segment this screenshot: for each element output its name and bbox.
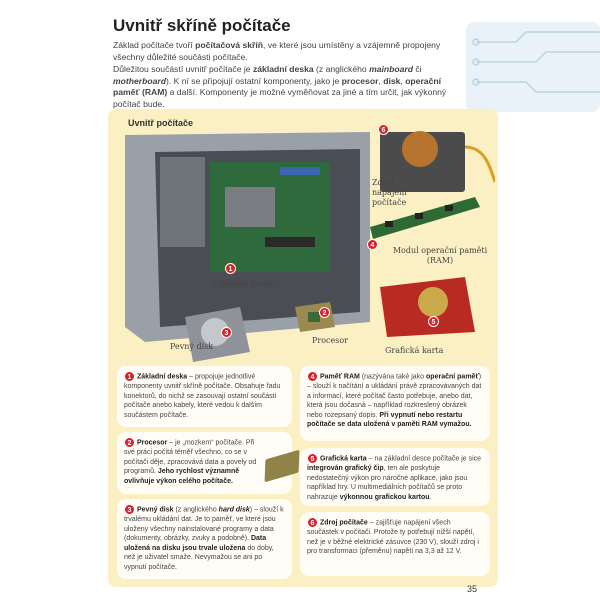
emphasized-text: Zdroj počítače xyxy=(319,519,368,527)
emphasized-text: Jeho rychlost významně ovlivňuje výkon c… xyxy=(124,468,240,485)
page-number: 35 xyxy=(467,584,478,594)
emphasized-text: operační paměť (RAM) xyxy=(113,75,442,98)
emphasized-text: výkonnou grafickou kartou xyxy=(339,493,430,501)
computer-illustration xyxy=(125,131,495,362)
text-segment: Základ počítače tvoří xyxy=(113,40,196,50)
card-text: Zdroj počítače – zajišťuje napájení všec… xyxy=(307,519,479,555)
badge-2: 2 xyxy=(319,307,330,318)
text-segment: ) – slouží k trvalému ukládání dat. Je t… xyxy=(124,506,284,543)
info-card-motherboard: 1 Základní deska – propojuje jednotlivé … xyxy=(117,366,292,427)
card-text: Procesor – je „mozkem“ počítače. Při své… xyxy=(124,439,256,484)
info-card-hard-disk: 3 Pevný disk (z anglického hard disk) – … xyxy=(117,499,292,579)
intro-paragraph: Důležitou součástí uvnitř počítače je zá… xyxy=(113,64,458,110)
badge-1: 1 xyxy=(124,371,135,382)
card-text: Paměť RAM (nazývána také jako operační p… xyxy=(307,373,481,428)
badge-4: 4 xyxy=(307,371,318,382)
emphasized-text: Data uložená na disku jsou trvale uložen… xyxy=(124,535,267,552)
page-title: Uvnitř skříně počítače xyxy=(113,16,291,35)
text-segment: – je „mozkem“ počítače. Při své práci po… xyxy=(124,439,257,476)
ram-module xyxy=(370,197,480,239)
text-segment: či xyxy=(413,64,422,74)
text-segment: (z anglického xyxy=(173,506,219,514)
badge-6: 6 xyxy=(378,124,389,135)
panel-title: Uvnitř počítače xyxy=(128,118,194,128)
label-processor: Procesor xyxy=(312,336,348,345)
circuit-decoration-icon xyxy=(466,22,600,112)
label-ram: Modul operační paměti (RAM) xyxy=(392,246,488,265)
info-card-ram: 4 Paměť RAM (nazývána také jako operační… xyxy=(300,366,490,441)
text-segment: ) – slouží k načítání a ukládání právě z… xyxy=(307,373,482,419)
emphasized-text: Procesor xyxy=(136,439,168,447)
badge-3: 3 xyxy=(124,504,135,515)
info-card-graphics-card: 5 Grafická karta – na základní desce poč… xyxy=(300,448,490,506)
text-segment: . xyxy=(429,493,432,501)
text-segment: (z anglického xyxy=(313,64,370,74)
emphasized-text: mainboard xyxy=(369,64,413,74)
info-card-power-supply: 6 Zdroj počítače – zajišťuje napájení vš… xyxy=(300,512,490,576)
graphics-card xyxy=(380,277,475,337)
emphasized-text: disk xyxy=(383,75,401,86)
emphasized-text: procesor xyxy=(341,75,379,86)
emphasized-text: hard disk xyxy=(218,506,250,514)
text-segment: Důležitou součástí uvnitř počítače je xyxy=(113,64,253,74)
card-text: Pevný disk (z anglického hard disk) – sl… xyxy=(124,506,284,571)
text-segment: (nazývána také jako xyxy=(359,373,427,381)
text-segment: , ve které jsou umístěny a vzájemně prop… xyxy=(113,40,441,62)
power-supply xyxy=(380,131,495,192)
processor-chip xyxy=(295,302,335,332)
emphasized-text: základní deska xyxy=(252,64,314,74)
badge-3: 3 xyxy=(221,327,232,338)
badge-1: 1 xyxy=(225,263,236,274)
text-segment: – propojuje jednotlivé komponenty uvnitř… xyxy=(124,373,281,419)
emphasized-text: Paměť RAM xyxy=(319,373,360,381)
text-segment: ). K ní se připojují ostatní komponenty,… xyxy=(166,75,342,86)
info-card-processor: 2 Procesor – je „mozkem“ počítače. Při s… xyxy=(117,432,292,494)
badge-2: 2 xyxy=(124,437,135,448)
text-segment: , ten ale poskytuje nedostatečný výkon p… xyxy=(307,465,468,501)
emphasized-text: motherboard xyxy=(113,75,166,86)
text-segment: do doby, než je uživatel smaže. Nevymažo… xyxy=(124,544,274,571)
text-segment: , xyxy=(400,75,406,86)
label-graphics-card: Grafická karta xyxy=(385,346,444,355)
emphasized-text: operační paměť xyxy=(426,373,479,381)
card-text: Základní deska – propojuje jednotlivé ko… xyxy=(124,373,280,418)
emphasized-text: Grafická karta xyxy=(319,455,367,463)
label-motherboard: Základní deska xyxy=(212,280,274,289)
text-segment: – na základní desce počítače je sice xyxy=(366,455,482,463)
text-segment: a další. Komponenty je možné vyměňovat z… xyxy=(113,87,447,109)
emphasized-text: počítačová skříň xyxy=(195,40,263,50)
badge-5: 5 xyxy=(428,316,439,327)
badge-6: 6 xyxy=(307,517,318,528)
emphasized-text: integrován grafický čip xyxy=(307,465,384,472)
label-power-supply: Zdroj napájení počítače xyxy=(372,178,407,207)
emphasized-text: Při vypnutí nebo restartu počítače se da… xyxy=(307,411,472,429)
card-text: Grafická karta – na základní desce počít… xyxy=(307,455,481,500)
label-hard-disk: Pevný disk xyxy=(170,342,214,351)
badge-5: 5 xyxy=(307,453,318,464)
emphasized-text: Základní deska xyxy=(136,373,188,381)
emphasized-text: Pevný disk xyxy=(136,506,174,514)
intro-paragraph: Základ počítače tvoří počítačová skříň, … xyxy=(113,40,458,63)
hard-disk xyxy=(185,307,250,362)
badge-4: 4 xyxy=(367,239,378,250)
text-segment: – zajišťuje napájení všech součástek v p… xyxy=(307,519,479,556)
computer-case xyxy=(125,132,370,342)
text-segment: , xyxy=(378,75,384,86)
